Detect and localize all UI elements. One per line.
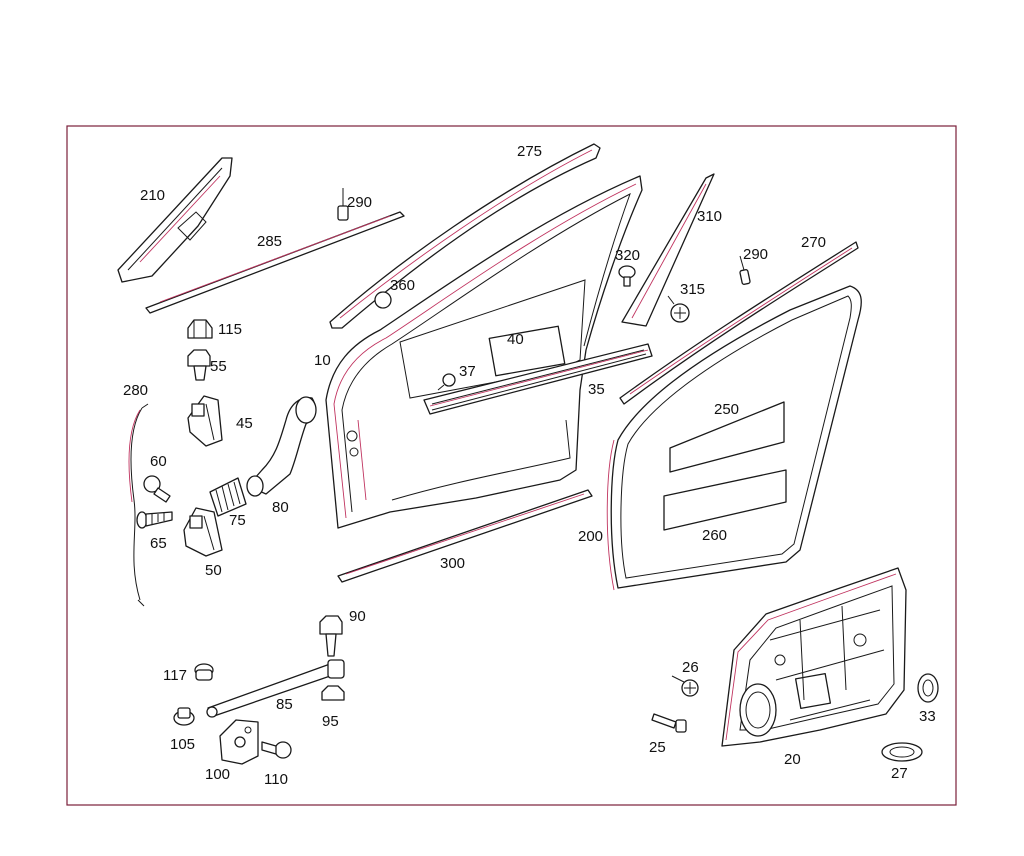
- part-105-plug[interactable]: [173, 707, 195, 726]
- part-65-screw[interactable]: [136, 511, 173, 529]
- part-315-screw[interactable]: [667, 295, 690, 323]
- callout-25: 25: [649, 739, 666, 756]
- part-45-upper-hinge[interactable]: [187, 395, 223, 447]
- part-60-bolt[interactable]: [143, 475, 171, 503]
- callout-115: 115: [218, 321, 242, 338]
- part-95-nut[interactable]: [321, 685, 345, 701]
- callout-55: 55: [210, 358, 227, 375]
- part-260-foil[interactable]: [663, 469, 787, 531]
- callout-360: 360: [390, 277, 415, 294]
- part-275-frame-seal[interactable]: [329, 143, 601, 329]
- callout-40: 40: [507, 331, 524, 348]
- callout-300: 300: [440, 555, 465, 572]
- callout-320: 320: [615, 247, 640, 264]
- part-90-bolt[interactable]: [319, 615, 343, 657]
- callout-280: 280: [123, 382, 148, 399]
- part-37-bolt[interactable]: [437, 373, 456, 391]
- part-280-cable[interactable]: [128, 403, 149, 607]
- part-25-pin[interactable]: [651, 713, 687, 733]
- callout-27: 27: [891, 765, 908, 782]
- callout-210: 210: [140, 187, 165, 204]
- part-285-belt-strip[interactable]: [145, 211, 405, 314]
- callout-80: 80: [272, 499, 289, 516]
- part-85-check-strap[interactable]: [206, 659, 345, 718]
- callout-200: 200: [578, 528, 603, 545]
- callout-75: 75: [229, 512, 246, 529]
- callout-270: 270: [801, 234, 826, 251]
- callout-10: 10: [314, 352, 331, 369]
- part-250-foil[interactable]: [669, 401, 785, 473]
- callout-20: 20: [784, 751, 801, 768]
- part-33-grommet[interactable]: [917, 673, 939, 703]
- callout-315: 315: [680, 281, 705, 298]
- part-210-mirror-trim[interactable]: [117, 157, 233, 283]
- callout-117: 117: [163, 667, 187, 684]
- part-27-ring[interactable]: [881, 742, 923, 762]
- part-20-regulator[interactable]: [721, 567, 907, 747]
- part-310-pillar-trim[interactable]: [621, 173, 715, 327]
- callout-50: 50: [205, 562, 222, 579]
- callout-60: 60: [150, 453, 167, 470]
- callout-33: 33: [919, 708, 936, 725]
- callout-290: 290: [347, 194, 372, 211]
- part-10-door-shell[interactable]: [325, 175, 643, 529]
- part-360-plug[interactable]: [374, 291, 392, 309]
- part-300-lower-seal[interactable]: [337, 489, 593, 583]
- part-320-clip[interactable]: [618, 265, 636, 287]
- part-100-bracket[interactable]: [219, 719, 259, 765]
- part-55-bolt[interactable]: [187, 349, 211, 381]
- part-290-clip-b[interactable]: [739, 255, 751, 285]
- callout-95: 95: [322, 713, 339, 730]
- callout-85: 85: [276, 696, 293, 713]
- callout-275: 275: [517, 143, 542, 160]
- callout-285: 285: [257, 233, 282, 250]
- callout-105: 105: [170, 736, 195, 753]
- callout-35: 35: [588, 381, 605, 398]
- part-80-conduit[interactable]: [246, 396, 317, 497]
- part-26-screw[interactable]: [671, 675, 699, 697]
- part-270-outer-strip[interactable]: [619, 241, 859, 405]
- callout-26: 26: [682, 659, 699, 676]
- part-50-lower-hinge[interactable]: [183, 507, 223, 557]
- part-35-impact-beam[interactable]: [423, 343, 653, 415]
- callout-110: 110: [264, 771, 288, 788]
- callout-90: 90: [349, 608, 366, 625]
- callout-290: 290: [743, 246, 768, 263]
- callout-65: 65: [150, 535, 167, 552]
- callout-100: 100: [205, 766, 230, 783]
- part-117-cap[interactable]: [194, 663, 214, 681]
- part-75-grommet[interactable]: [209, 477, 247, 517]
- callout-37: 37: [459, 363, 476, 380]
- part-115-nut[interactable]: [187, 319, 213, 339]
- part-110-screw[interactable]: [261, 741, 292, 759]
- callout-labels: 210 290 285 275 360 310 320 315 290 270 …: [123, 143, 936, 788]
- callout-310: 310: [697, 208, 722, 225]
- diagram-frame: [66, 125, 957, 806]
- callout-250: 250: [714, 401, 739, 418]
- callout-260: 260: [702, 527, 727, 544]
- part-290-clip-a[interactable]: [337, 188, 349, 221]
- callout-45: 45: [236, 415, 253, 432]
